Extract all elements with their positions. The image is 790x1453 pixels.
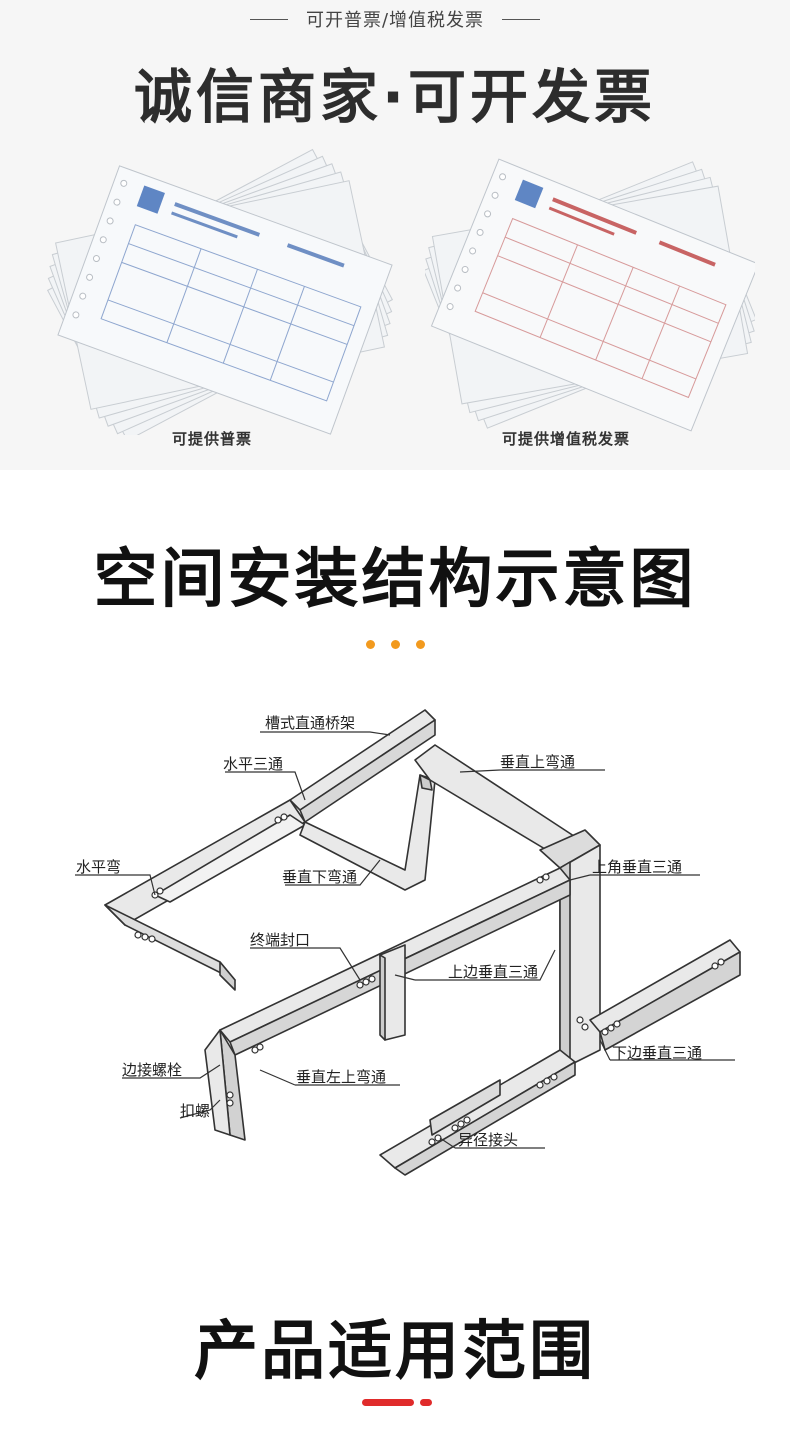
- vat-invoice-caption: 可提供增值税发票: [502, 430, 631, 448]
- label-upper-corner-vertical-tee: 上角垂直三通: [592, 858, 683, 876]
- invoice-banner-title: 诚信商家·可开发票: [133, 63, 657, 131]
- accent-dot: [390, 640, 400, 649]
- plain-invoice-caption: 可提供普票: [172, 430, 253, 448]
- structure-section-title: 空间安装结构示意图: [93, 543, 697, 617]
- label-buckle-screw: 扣螺: [180, 1102, 211, 1120]
- accent-dot: [415, 640, 425, 649]
- label-vertical-up-bend: 垂直上弯通: [500, 753, 576, 771]
- accent-bar: [362, 1399, 414, 1406]
- label-trough-bridge: 槽式直通桥架: [265, 714, 356, 732]
- vat-invoice-image: [423, 145, 760, 435]
- invoice-banner: 可开普票/增值税发票 诚信商家·可开发票: [0, 0, 790, 470]
- accent-dot: [420, 1399, 432, 1406]
- accent-dot: [365, 640, 375, 649]
- divider-left: [249, 18, 288, 20]
- application-section-title: 产品适用范围: [194, 1315, 596, 1389]
- plain-invoice-image: [45, 145, 395, 442]
- label-vertical-left-up-bend: 垂直左上弯通: [296, 1068, 387, 1086]
- structure-title-dots: [0, 640, 790, 649]
- label-vertical-down-bend: 垂直下弯通: [282, 868, 358, 886]
- label-horizontal-bend: 水平弯: [76, 858, 122, 876]
- label-reducer-joint: 异径接头: [458, 1131, 519, 1149]
- label-upper-side-vertical-tee: 上边垂直三通: [448, 963, 539, 981]
- divider-right: [502, 18, 541, 20]
- cable-tray-diagram: 槽式直通桥架 水平三通 垂直上弯通 水平弯 垂直下弯通 上角垂直三通 终端封口 …: [60, 690, 750, 1190]
- invoice-top-text: 可开普票/增值税发票: [305, 10, 485, 31]
- application-title-underline: [362, 1399, 432, 1406]
- invoice-top-line: 可开普票/增值税发票: [0, 6, 790, 32]
- label-end-cap: 终端封口: [250, 931, 311, 949]
- label-side-bolt: 边接螺栓: [122, 1061, 183, 1079]
- label-horizontal-tee: 水平三通: [223, 755, 284, 773]
- label-lower-side-vertical-tee: 下边垂直三通: [612, 1044, 703, 1062]
